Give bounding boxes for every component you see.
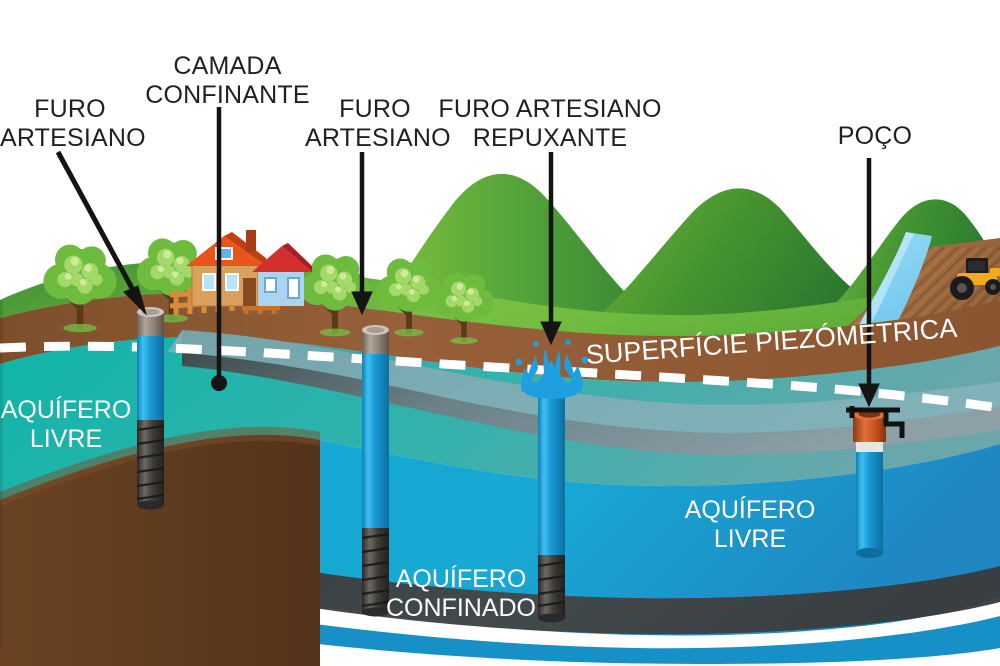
well-flowing-artesian[interactable] <box>515 339 589 623</box>
leader-camada-confinante <box>211 107 227 391</box>
leader-furo-artesiano-2 <box>351 152 373 316</box>
callout-furo-artesiano-1: FURO ARTESIANO <box>0 95 146 152</box>
leader-furo-artesiano-1 <box>55 150 148 316</box>
callout-camada-confinante: CAMADA CONFINANTE <box>145 52 310 109</box>
house-small <box>252 243 312 306</box>
well-screen-2 <box>361 528 390 617</box>
stratum-label-aquifero-livre-left: AQUÍFERO LIVRE <box>0 396 132 453</box>
callout-furo-artesiano-repuxante: FURO ARTESIANO REPUXANTE <box>438 95 662 152</box>
tractor-icon <box>950 258 1000 300</box>
hand-pump-icon[interactable] <box>846 406 905 438</box>
stratum-label-aquifero-livre-right: AQUÍFERO LIVRE <box>684 496 816 553</box>
well-cap-1 <box>137 307 164 336</box>
water-splash-icon <box>515 339 589 399</box>
leader-poco <box>858 158 880 408</box>
leader-lines <box>55 107 880 408</box>
well-cap-2 <box>362 325 389 354</box>
stratum-label-aquifero-confinado: AQUÍFERO CONFINADO <box>386 565 536 622</box>
callout-furo-artesiano-2: FURO ARTESIANO <box>305 95 451 152</box>
stratum-topsoil <box>0 293 1000 383</box>
well-artesian-2[interactable] <box>361 325 390 617</box>
well-artesian-1[interactable] <box>136 307 165 510</box>
leader-furo-artesiano-repuxante <box>540 152 562 346</box>
well-screen-1 <box>136 420 165 510</box>
stratum-confining-layer-lower <box>0 512 1000 635</box>
well-dug-hand-pump[interactable] <box>846 406 905 558</box>
well-ring <box>853 408 886 442</box>
block-left-face <box>0 300 3 650</box>
well-screen-3 <box>537 555 566 623</box>
house-large <box>186 230 266 307</box>
callout-poco: POÇO <box>837 122 913 150</box>
stratum-aquitard-pale <box>168 330 1000 433</box>
